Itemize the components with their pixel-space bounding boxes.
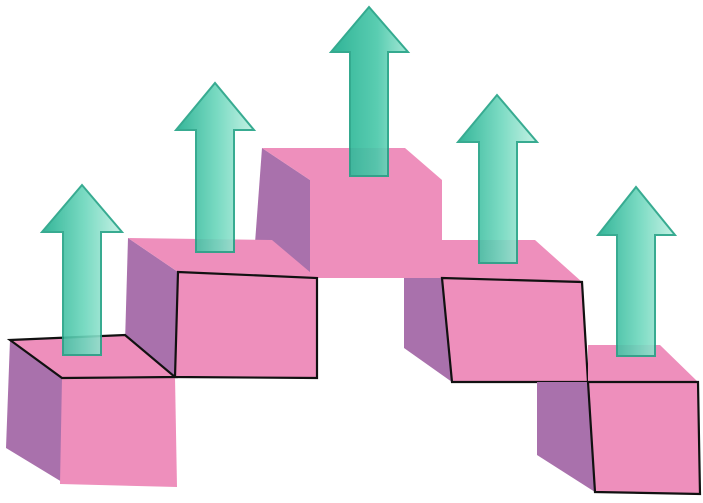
block-1-front [60, 377, 177, 487]
block-5-side [537, 382, 595, 492]
block-2-side [125, 238, 178, 377]
block-3-front [310, 180, 442, 278]
arrow-up-icon [455, 93, 540, 264]
block-4-front [442, 278, 588, 382]
arrow-up-icon [595, 185, 678, 357]
block-5 [537, 345, 702, 496]
arrow-up-icon [173, 81, 257, 253]
block-5-outline [586, 380, 702, 496]
block-5-top [588, 345, 698, 382]
arrow-up-icon [328, 5, 411, 177]
block-2-outline [173, 270, 319, 380]
block-5-front [588, 382, 700, 494]
block-2-top [128, 238, 317, 278]
block-1 [6, 333, 178, 487]
block-2 [125, 238, 319, 380]
block-1-side [6, 340, 62, 482]
block-4-side [404, 278, 452, 382]
block-2-front [175, 272, 317, 378]
block-1-top [10, 335, 175, 378]
arrow-up-icon [39, 183, 125, 356]
